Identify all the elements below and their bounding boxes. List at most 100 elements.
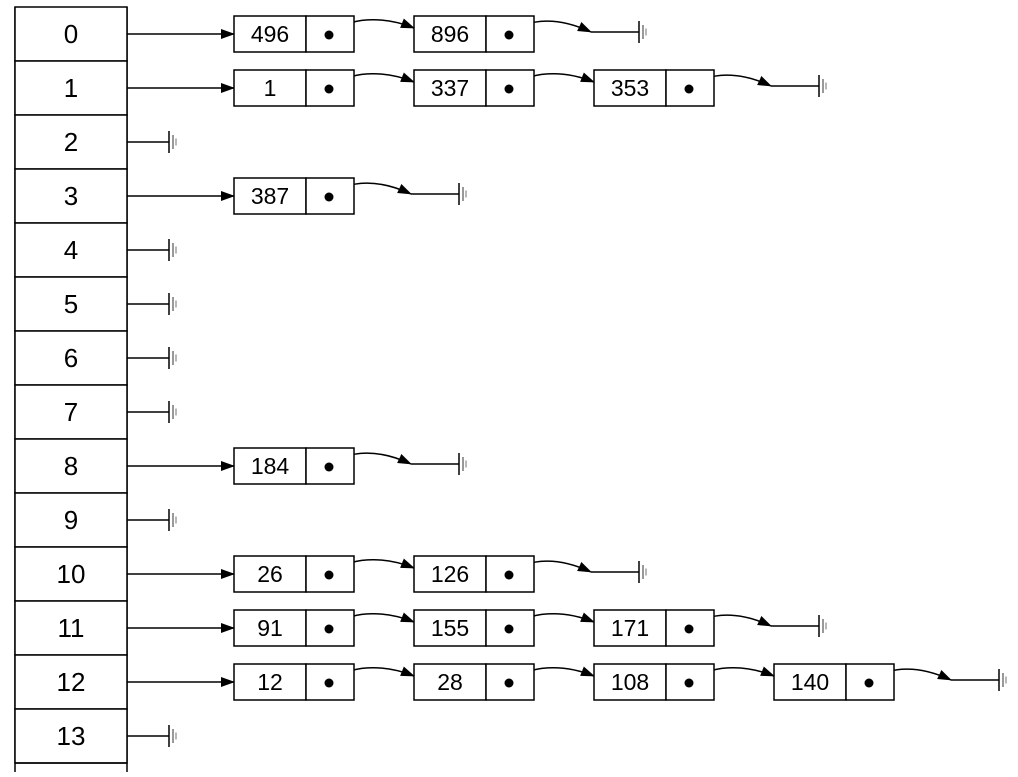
node-value-label: 387 bbox=[251, 183, 289, 209]
node-value-cell bbox=[233, 447, 307, 485]
bucket-index-label: 11 bbox=[58, 613, 85, 643]
bucket-cell bbox=[14, 6, 128, 62]
bucket-index-label: 9 bbox=[64, 505, 78, 535]
bucket-cell bbox=[14, 168, 128, 224]
null-terminator-icon bbox=[168, 347, 177, 369]
bucket-cell bbox=[14, 708, 128, 764]
bucket-index-label: 2 bbox=[64, 127, 78, 157]
bucket-13: 13 bbox=[14, 708, 128, 764]
pointer-dot-icon bbox=[324, 624, 334, 634]
null-terminator-icon bbox=[818, 75, 827, 97]
node-value-label: 91 bbox=[257, 615, 283, 641]
node-value-cell bbox=[773, 663, 847, 701]
node-value-cell bbox=[593, 609, 667, 647]
bucket-cell bbox=[14, 60, 128, 116]
pointer-dot-icon bbox=[504, 84, 514, 94]
node-value-label: 184 bbox=[251, 453, 290, 479]
list-node-140: 140 bbox=[773, 663, 895, 701]
null-terminator-icon bbox=[168, 509, 177, 531]
bucket-6: 6 bbox=[14, 330, 128, 386]
bucket-index-label: 6 bbox=[64, 343, 78, 373]
null-terminator-icon bbox=[168, 293, 177, 315]
node-value-cell bbox=[593, 663, 667, 701]
node-value-label: 140 bbox=[791, 669, 829, 695]
node-value-cell bbox=[233, 609, 307, 647]
node-value-label: 896 bbox=[431, 21, 469, 47]
list-node-496: 496 bbox=[233, 15, 355, 53]
bucket-cell bbox=[14, 384, 128, 440]
pointer-dot-icon bbox=[504, 624, 514, 634]
bucket-index-label: 4 bbox=[64, 235, 78, 265]
null-terminator-icon bbox=[168, 131, 177, 153]
list-node-171: 171 bbox=[593, 609, 715, 647]
node-value-label: 496 bbox=[251, 21, 289, 47]
bucket-index-label: 13 bbox=[57, 721, 86, 751]
bucket-cell bbox=[14, 546, 128, 602]
null-terminator-icon bbox=[638, 21, 647, 43]
bucket-index-label: 12 bbox=[57, 667, 86, 697]
bucket-5: 5 bbox=[14, 276, 128, 332]
list-node-28: 28 bbox=[413, 663, 535, 701]
pointer-dot-icon bbox=[324, 462, 334, 472]
node-pointer-cell bbox=[305, 447, 355, 485]
node-value-cell bbox=[413, 609, 487, 647]
null-terminator-icon bbox=[168, 401, 177, 423]
node-value-label: 171 bbox=[611, 615, 649, 641]
node-value-cell bbox=[233, 663, 307, 701]
bucket-index-label: 8 bbox=[64, 451, 78, 481]
pointer-dot-icon bbox=[324, 84, 334, 94]
bucket-cell bbox=[14, 276, 128, 332]
bucket-cell bbox=[14, 222, 128, 278]
null-terminator-icon bbox=[638, 561, 647, 583]
list-node-387: 387 bbox=[233, 177, 355, 215]
bucket-0: 0 bbox=[14, 6, 128, 62]
bucket-index-label: 0 bbox=[64, 19, 78, 49]
list-node-155: 155 bbox=[413, 609, 535, 647]
bucket-index-label: 10 bbox=[57, 559, 86, 589]
node-value-label: 126 bbox=[431, 561, 469, 587]
list-node-12: 12 bbox=[233, 663, 355, 701]
pointer-dot-icon bbox=[504, 678, 514, 688]
bucket-8: 8 bbox=[14, 438, 128, 494]
node-value-cell bbox=[233, 177, 307, 215]
null-terminator-icon bbox=[998, 669, 1007, 691]
list-node-26: 26 bbox=[233, 555, 355, 593]
null-terminator-icon bbox=[818, 615, 827, 637]
list-node-896: 896 bbox=[413, 15, 535, 53]
null-terminator-icon bbox=[458, 453, 467, 475]
pointer-dot-icon bbox=[324, 570, 334, 580]
bucket-cell bbox=[14, 492, 128, 548]
bucket-9: 9 bbox=[14, 492, 128, 548]
bucket-10: 10 bbox=[14, 546, 128, 602]
list-node-126: 126 bbox=[413, 555, 535, 593]
pointer-dot-icon bbox=[324, 678, 334, 688]
node-pointer-cell bbox=[485, 15, 535, 53]
null-terminator-icon bbox=[168, 239, 177, 261]
bucket-cell bbox=[14, 330, 128, 386]
node-value-label: 26 bbox=[257, 561, 283, 587]
pointer-dot-icon bbox=[324, 30, 334, 40]
node-value-label: 1 bbox=[264, 75, 277, 101]
bucket-12: 12 bbox=[14, 654, 128, 710]
node-value-cell bbox=[593, 69, 667, 107]
bucket-2: 2 bbox=[14, 114, 128, 170]
bucket-cell bbox=[14, 654, 128, 710]
pointer-dot-icon bbox=[684, 678, 694, 688]
bucket-4: 4 bbox=[14, 222, 128, 278]
null-terminator-icon bbox=[168, 725, 177, 747]
node-value-cell bbox=[233, 69, 307, 107]
node-value-cell bbox=[233, 555, 307, 593]
node-value-label: 353 bbox=[611, 75, 649, 101]
pointer-dot-icon bbox=[864, 678, 874, 688]
pointer-dot-icon bbox=[504, 30, 514, 40]
list-node-337: 337 bbox=[413, 69, 535, 107]
pointer-dot-icon bbox=[504, 570, 514, 580]
node-value-label: 337 bbox=[431, 75, 469, 101]
bucket-index-label: 3 bbox=[64, 181, 78, 211]
pointer-dot-icon bbox=[324, 192, 334, 202]
bucket-cell bbox=[14, 600, 128, 656]
node-value-label: 155 bbox=[431, 615, 469, 641]
bucket-cell bbox=[14, 114, 128, 170]
bucket-11: 11 bbox=[14, 600, 128, 656]
